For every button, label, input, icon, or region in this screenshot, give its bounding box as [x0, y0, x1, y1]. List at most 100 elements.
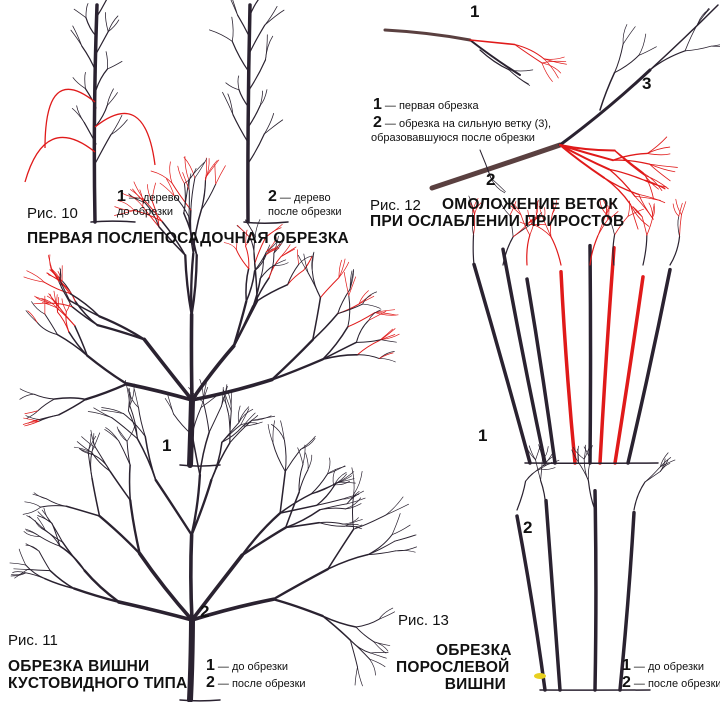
branch — [179, 699, 221, 702]
branch — [373, 641, 389, 652]
branch — [622, 24, 628, 45]
branch — [279, 470, 287, 514]
branch — [303, 253, 309, 274]
branch — [558, 68, 652, 147]
branch — [240, 422, 258, 426]
branch — [85, 3, 89, 19]
branch — [508, 69, 531, 86]
branch — [188, 173, 192, 192]
branch — [136, 437, 157, 481]
branch — [633, 481, 646, 511]
branch — [471, 212, 474, 236]
branch — [530, 211, 542, 225]
branch — [214, 163, 217, 185]
branch — [95, 134, 112, 163]
branch — [95, 104, 108, 127]
branch — [659, 463, 671, 472]
fig13-bush-after — [515, 444, 676, 692]
branch — [374, 312, 397, 316]
branch — [44, 530, 61, 547]
branch — [90, 429, 97, 449]
branch — [536, 201, 539, 216]
branch — [25, 544, 40, 552]
branch — [525, 277, 557, 465]
branch — [264, 9, 285, 26]
branch — [479, 149, 492, 179]
branch — [73, 446, 93, 453]
branch — [508, 69, 534, 72]
branch — [473, 214, 476, 236]
branch — [395, 549, 416, 553]
branch — [272, 420, 276, 444]
branch — [245, 229, 248, 247]
branch — [71, 107, 85, 123]
branch — [322, 326, 349, 361]
branch — [613, 275, 645, 465]
branch — [357, 666, 363, 687]
branch — [264, 6, 278, 26]
branch — [355, 319, 370, 343]
branch — [12, 571, 27, 574]
branch — [638, 46, 657, 56]
branch — [362, 303, 381, 309]
branch — [368, 311, 387, 321]
fig13-bush-before — [468, 195, 687, 465]
branch — [91, 451, 111, 472]
branch — [184, 254, 193, 316]
branch — [571, 449, 579, 463]
branch — [231, 16, 234, 42]
branch — [544, 498, 562, 692]
branch — [312, 296, 322, 341]
branch — [133, 209, 163, 222]
branch — [338, 258, 346, 278]
branch — [599, 199, 608, 215]
branch — [542, 446, 549, 461]
branch — [142, 206, 160, 228]
branch — [84, 382, 128, 401]
branch — [117, 600, 194, 622]
branch — [391, 524, 411, 536]
branch — [187, 397, 195, 468]
branch — [151, 182, 156, 202]
branch — [355, 618, 380, 628]
branch — [649, 163, 676, 173]
branch — [221, 424, 242, 443]
branch — [166, 178, 175, 197]
branch — [335, 471, 355, 485]
branch — [110, 115, 123, 136]
branch — [338, 259, 342, 278]
branch — [606, 204, 609, 220]
branch — [205, 159, 220, 178]
branch — [593, 488, 598, 692]
branch — [254, 219, 261, 237]
branch — [362, 291, 378, 305]
branch — [33, 492, 47, 500]
fig12-branch — [383, 4, 720, 230]
branch — [128, 193, 146, 203]
branch — [25, 415, 41, 420]
branch — [646, 153, 671, 156]
branch — [83, 121, 97, 145]
branch — [284, 448, 302, 473]
branch — [238, 408, 254, 424]
branch — [173, 195, 190, 218]
fig10-tree-before — [24, 0, 156, 224]
branch — [284, 521, 320, 529]
fig11-tree-before — [19, 155, 400, 468]
branch — [202, 401, 210, 433]
branch — [519, 221, 534, 225]
branch — [509, 215, 514, 238]
branch — [649, 4, 719, 71]
branch — [228, 414, 231, 444]
branch — [280, 244, 291, 258]
branch — [107, 19, 120, 33]
branch — [297, 249, 300, 265]
branch — [429, 142, 563, 191]
branch — [243, 221, 289, 224]
fig13-label-1: 1 — [478, 426, 488, 445]
branch — [61, 282, 76, 302]
branch — [245, 267, 250, 303]
branch — [98, 315, 146, 341]
branch — [607, 205, 610, 220]
branch — [114, 210, 135, 216]
